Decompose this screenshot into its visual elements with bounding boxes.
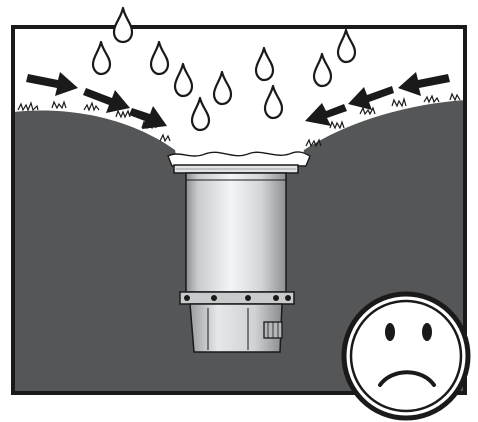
raindrop-icon [149, 40, 170, 76]
arrow-icon [305, 103, 347, 126]
raindrop-icon [212, 70, 233, 106]
arrow-icon [26, 72, 78, 96]
grass-edge [17, 92, 461, 148]
raindrop-icon [336, 28, 357, 64]
flange-bolts [184, 295, 291, 301]
raindrop-icon [254, 46, 275, 82]
arrow-icon [398, 72, 450, 96]
arrow-icon [129, 106, 167, 129]
runoff-arrows [26, 72, 450, 129]
raindrop-icon [112, 6, 134, 44]
right-eye [422, 323, 432, 341]
arrow-icon [348, 86, 394, 110]
frame-border [11, 25, 467, 395]
raindrop-icon [312, 52, 333, 88]
raindrop-icon [190, 96, 211, 132]
basin-lower-bucket [189, 303, 283, 353]
left-eye [385, 323, 395, 341]
basin-body [185, 172, 287, 293]
frown-mouth [378, 370, 436, 387]
raindrops [91, 6, 357, 132]
pooled-water [167, 151, 311, 167]
sad-face-icon [341, 291, 471, 421]
raindrop-icon [91, 40, 112, 76]
raindrop-icon [263, 84, 284, 120]
raindrop-icon [173, 62, 194, 98]
arrow-icon [83, 88, 130, 113]
